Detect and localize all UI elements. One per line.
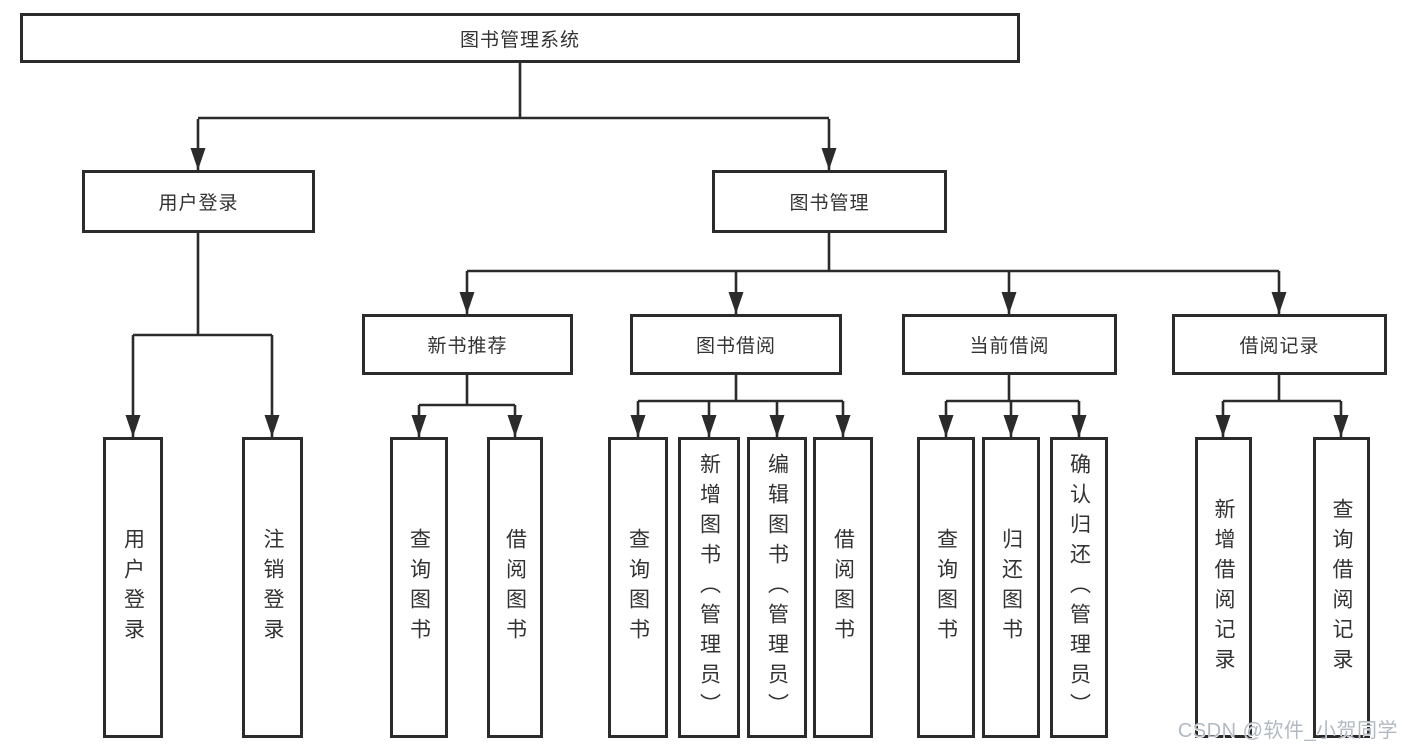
leaf-logout: 注销登录: [242, 437, 303, 738]
node-label: 新增借阅记录: [1212, 497, 1235, 678]
node-label: 编辑图书（管理员）: [765, 452, 789, 723]
node-label: 图书管理: [789, 193, 870, 214]
node-book-management: 图书管理: [712, 170, 947, 233]
node-label: 借阅图书: [503, 527, 527, 648]
leaf-edit-books-admin: 编辑图书（管理员）: [747, 437, 807, 738]
leaf-add-books-admin: 新增图书（管理员）: [678, 437, 740, 738]
leaf-query-books-borrow: 查询图书: [608, 437, 668, 738]
node-label: 用户登录: [121, 527, 145, 648]
node-label: 查询图书: [626, 527, 650, 648]
leaf-confirm-return-admin: 确认归还（管理员）: [1050, 437, 1108, 738]
leaf-return-books: 归还图书: [982, 437, 1040, 738]
node-library-management-system: 图书管理系统: [20, 13, 1020, 63]
node-label: 归还图书: [999, 527, 1023, 648]
node-label: 图书借阅: [695, 336, 776, 357]
node-borrowing-records: 借阅记录: [1172, 314, 1387, 375]
node-label: 借阅记录: [1239, 336, 1320, 357]
node-label: 借阅图书: [831, 527, 855, 648]
node-user-login: 用户登录: [82, 170, 315, 233]
node-label: 查询图书: [407, 527, 431, 648]
node-label: 确认归还（管理员）: [1067, 452, 1091, 723]
node-label: 新书推荐: [427, 336, 508, 357]
leaf-add-borrow-record: 新增借阅记录: [1195, 437, 1252, 738]
node-label: 当前借阅: [969, 336, 1050, 357]
leaf-query-books-current: 查询图书: [917, 437, 975, 738]
node-label: 新增图书（管理员）: [697, 452, 721, 723]
leaf-borrow-books: 借阅图书: [813, 437, 873, 738]
leaf-query-borrow-record: 查询借阅记录: [1313, 437, 1370, 738]
leaf-user-login: 用户登录: [103, 437, 163, 738]
node-label: 查询图书: [934, 527, 958, 648]
node-label: 查询借阅记录: [1330, 497, 1353, 678]
node-new-book-recommendation: 新书推荐: [362, 314, 573, 375]
csdn-watermark: CSDN @软件_小贺同学: [1177, 720, 1398, 742]
node-book-borrowing: 图书借阅: [630, 314, 842, 375]
node-label: 图书管理系统: [459, 29, 580, 51]
leaf-query-books-recommend: 查询图书: [390, 437, 448, 738]
node-label: 用户登录: [158, 193, 239, 214]
leaf-borrow-books-recommend: 借阅图书: [487, 437, 543, 738]
node-current-borrowing: 当前借阅: [902, 314, 1117, 375]
node-label: 注销登录: [261, 527, 284, 648]
